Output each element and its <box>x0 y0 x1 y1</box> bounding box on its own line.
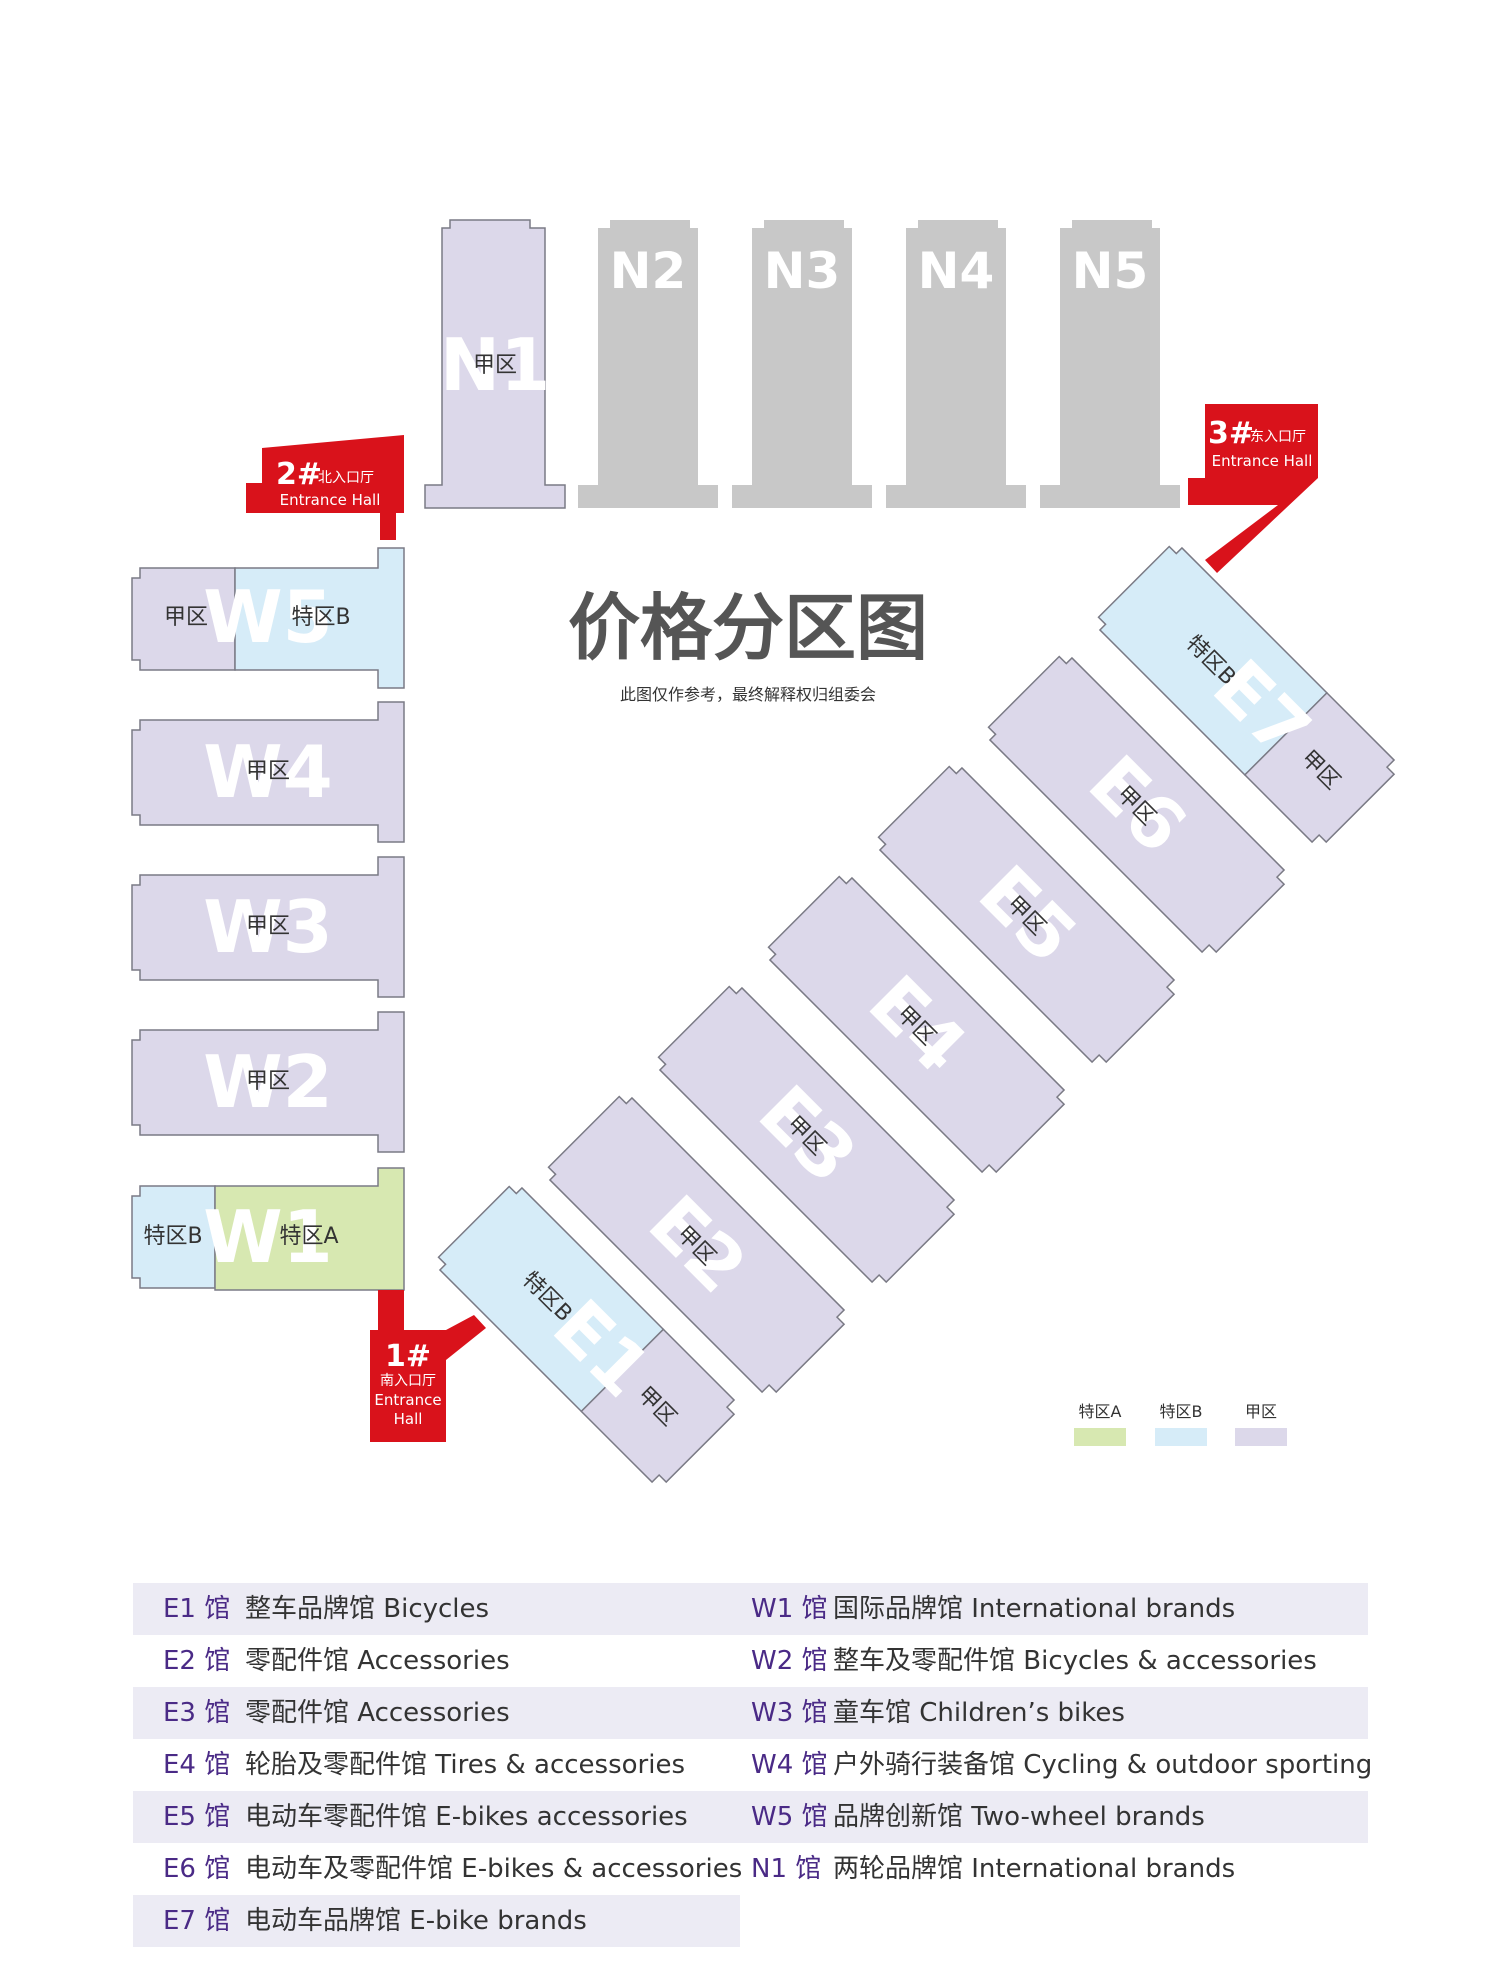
directory-row: E5 馆 电动车零配件馆 E-bikes accessories <box>133 1791 1368 1843</box>
directory-desc: 电动车品牌馆 E-bike brands <box>245 1906 587 1936</box>
directory-desc: 零配件馆 Accessories <box>245 1698 510 1728</box>
hall-N4[interactable]: N4 <box>886 220 1026 508</box>
directory-desc: 户外骑行装备馆 Cycling & outdoor sporting <box>833 1750 1373 1780</box>
legend-special-a-swatch <box>1074 1428 1126 1446</box>
hall-N1-zone: 甲区 <box>473 353 517 378</box>
zone-legend: 特区A 特区B 甲区 <box>1074 1402 1287 1446</box>
directory-code: W5 馆 <box>751 1802 828 1832</box>
entrance-east[interactable]: 3# 东入口厅 Entrance Hall <box>1188 404 1318 573</box>
directory-row: E3 馆 零配件馆 Accessories <box>133 1687 1368 1739</box>
entrance-east-num: 3# <box>1208 416 1254 451</box>
directory-code: E2 馆 <box>163 1646 231 1676</box>
directory-row: E1 馆 整车品牌馆 Bicycles <box>133 1583 1368 1635</box>
hall-E4[interactable]: E4 甲区 <box>763 871 1071 1179</box>
hall-W5-name: W5 <box>203 575 333 659</box>
hall-W3-zone: 甲区 <box>246 914 290 939</box>
hall-N3-name: N3 <box>764 242 841 300</box>
directory-desc: 两轮品牌馆 International brands <box>833 1854 1236 1884</box>
directory-row: W1 馆 国际品牌馆 International brands <box>721 1583 1368 1635</box>
entrance-south-en2: Hall <box>394 1410 423 1428</box>
directory-desc: 品牌创新馆 Two-wheel brands <box>833 1802 1205 1832</box>
directory-row: E7 馆 电动车品牌馆 E-bike brands <box>133 1895 740 1947</box>
hall-W4-zone: 甲区 <box>246 759 290 784</box>
directory-row: E6 馆 电动车及零配件馆 E-bikes & accessories <box>133 1843 742 1895</box>
map-subtitle: 此图仅作参考，最终解释权归组委会 <box>620 685 876 704</box>
hall-W3[interactable]: W3 甲区 <box>131 856 405 998</box>
directory-desc: 零配件馆 Accessories <box>245 1646 510 1676</box>
hall-N5-name: N5 <box>1072 242 1149 300</box>
directory-code: W1 馆 <box>751 1594 828 1624</box>
hall-N1-name: N1 <box>440 323 550 407</box>
hall-W1[interactable]: W1 特区B 特区A <box>131 1167 405 1291</box>
directory-code: E5 馆 <box>163 1802 231 1832</box>
hall-W4-name: W4 <box>203 730 333 814</box>
directory-code: E4 馆 <box>163 1750 231 1780</box>
hall-W1-name: W1 <box>203 1195 333 1279</box>
directory-row: E2 馆 零配件馆 Accessories <box>133 1635 723 1687</box>
legend-special-a-label: 特区A <box>1079 1402 1122 1421</box>
directory-row: W2 馆 整车及零配件馆 Bicycles & accessories <box>721 1635 1368 1687</box>
hall-W5[interactable]: W5 甲区 特区B <box>131 547 405 689</box>
entrance-south-num: 1# <box>385 1339 431 1374</box>
legend-jia-label: 甲区 <box>1245 1402 1277 1421</box>
legend-special-b-swatch <box>1155 1428 1207 1446</box>
hall-W2-zone: 甲区 <box>246 1069 290 1094</box>
hall-N5[interactable]: N5 <box>1040 220 1180 508</box>
hall-E2[interactable]: E2 甲区 <box>543 1091 851 1399</box>
entrance-north-cn: 北入口厅 <box>318 470 374 486</box>
directory-desc: 电动车零配件馆 E-bikes accessories <box>245 1802 688 1832</box>
directory-code: W4 馆 <box>751 1750 828 1780</box>
floor-plan-map: .hallbig { font-family: "DejaVu Sans", s… <box>131 219 1396 1484</box>
hall-W1-zone-1: 特区B <box>143 1224 202 1249</box>
entrance-east-en: Entrance Hall <box>1212 452 1313 470</box>
directory-desc: 电动车及零配件馆 E-bikes & accessories <box>245 1854 743 1884</box>
hall-W5-zone-1: 甲区 <box>164 605 208 630</box>
legend-jia-swatch <box>1235 1428 1287 1446</box>
directory-code: E7 馆 <box>163 1906 231 1936</box>
hall-W2-name: W2 <box>203 1040 333 1124</box>
legend-special-b-label: 特区B <box>1160 1402 1203 1421</box>
directory-code: E1 馆 <box>163 1594 231 1624</box>
entrance-south[interactable]: 1# 南入口厅 Entrance Hall <box>370 1290 486 1442</box>
hall-W3-name: W3 <box>203 885 333 969</box>
directory-row: W5 馆 品牌创新馆 Two-wheel brands <box>721 1791 1368 1843</box>
directory-code: E3 馆 <box>163 1698 231 1728</box>
entrance-north-num: 2# <box>276 457 322 492</box>
hall-N3[interactable]: N3 <box>732 220 872 508</box>
hall-N2-name: N2 <box>610 242 687 300</box>
directory-desc: 童车馆 Children’s bikes <box>833 1698 1125 1728</box>
hall-N1[interactable]: N1 甲区 <box>424 219 566 509</box>
entrance-north-en: Entrance Hall <box>280 491 381 509</box>
directory-row: W3 馆 童车馆 Children’s bikes <box>721 1687 1368 1739</box>
directory-row: N1 馆 两轮品牌馆 International brands <box>721 1843 1368 1895</box>
directory-code: W2 馆 <box>751 1646 828 1676</box>
hall-W5-zone-2: 特区B <box>291 605 350 630</box>
directory-code: E6 馆 <box>163 1854 231 1884</box>
directory-row: E4 馆 轮胎及零配件馆 Tires & accessories <box>133 1739 723 1791</box>
entrance-south-en1: Entrance <box>374 1391 441 1409</box>
directory-desc: 整车及零配件馆 Bicycles & accessories <box>833 1646 1317 1676</box>
entrance-east-cn: 东入口厅 <box>1250 429 1306 445</box>
hall-W1-zone-2: 特区A <box>279 1224 338 1249</box>
directory-code: N1 馆 <box>751 1854 822 1884</box>
entrance-south-cn: 南入口厅 <box>380 1373 436 1389</box>
directory-row: W4 馆 户外骑行装备馆 Cycling & outdoor sporting <box>721 1739 1372 1791</box>
hall-W4[interactable]: W4 甲区 <box>131 701 405 843</box>
directory-desc: 整车品牌馆 Bicycles <box>245 1594 490 1624</box>
hall-N4-name: N4 <box>918 242 995 300</box>
directory-code: W3 馆 <box>751 1698 828 1728</box>
hall-W2[interactable]: W2 甲区 <box>131 1011 405 1153</box>
entrance-north[interactable]: 2# 北入口厅 Entrance Hall <box>246 435 404 540</box>
directory-desc: 国际品牌馆 International brands <box>833 1594 1236 1624</box>
directory-desc: 轮胎及零配件馆 Tires & accessories <box>245 1750 686 1780</box>
hall-N2[interactable]: N2 <box>578 220 718 508</box>
map-title: 价格分区图 <box>568 586 928 670</box>
